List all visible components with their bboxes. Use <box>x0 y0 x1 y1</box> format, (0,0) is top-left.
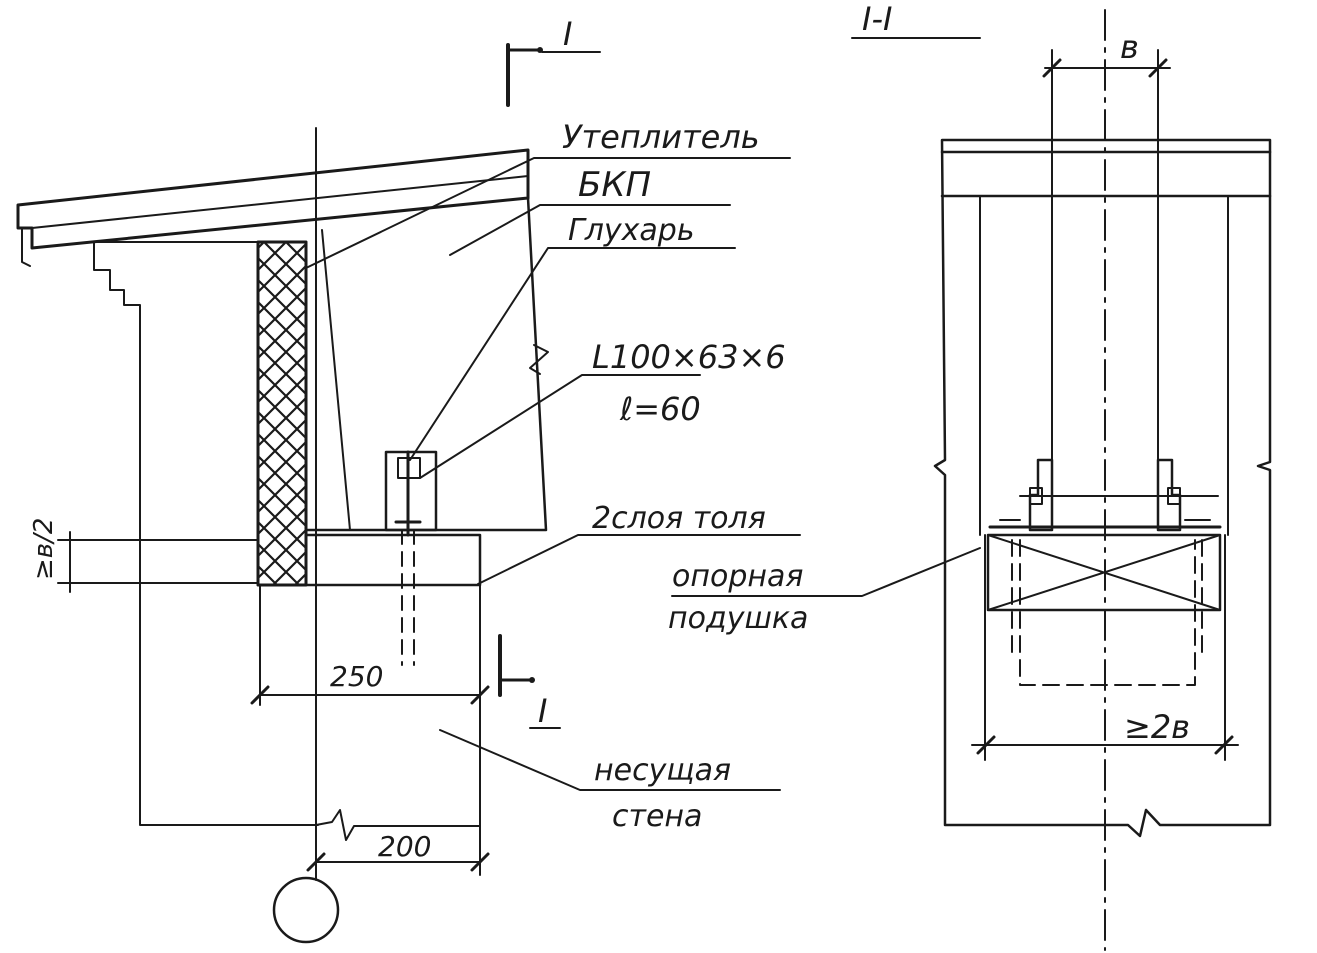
section-marker-top <box>506 43 601 107</box>
dim-overlap-label: ≥в/2 <box>29 518 59 580</box>
dim-2b-label: ≥2в <box>1124 708 1190 746</box>
label-roofing: 2слоя толя <box>592 501 766 536</box>
section-marker-bottom <box>498 634 535 697</box>
support-pad <box>256 533 482 587</box>
label-bearing-pad-line2: подушка <box>668 601 808 636</box>
section-view: I-I в <box>668 0 1272 951</box>
label-angle-line2: ℓ=60 <box>619 390 701 428</box>
label-angle-line1: L100×63×6 <box>592 338 786 376</box>
cornice-profile <box>93 241 319 826</box>
dim-250 <box>250 685 490 705</box>
left-elevation: ≥в/2 250 200 I I <box>16 15 801 944</box>
break-mark <box>529 344 549 375</box>
dim-b-label: в <box>1120 28 1139 66</box>
insulation-layer <box>256 240 308 587</box>
label-panel: БКП <box>578 165 651 205</box>
section-mark-bottom: I <box>538 692 547 730</box>
dim-200 <box>306 852 490 872</box>
label-bearing-pad-line1: опорная <box>672 559 803 594</box>
label-wall-line2: стена <box>612 799 702 834</box>
label-plug: Глухарь <box>568 213 695 248</box>
dim-250-label: 250 <box>330 660 383 693</box>
leader-lines <box>305 157 801 791</box>
angle-bracket <box>384 450 438 537</box>
label-wall-line1: несущая <box>594 753 731 788</box>
wall-panel <box>304 196 548 532</box>
section-title: I-I <box>862 0 892 38</box>
dim-overlap <box>57 531 259 593</box>
section-mark-top: I <box>563 15 572 53</box>
label-insulation: Утеплитель <box>562 118 760 156</box>
roof-slab <box>16 148 530 267</box>
axis-circle <box>272 876 340 944</box>
dim-200-label: 200 <box>378 830 431 863</box>
